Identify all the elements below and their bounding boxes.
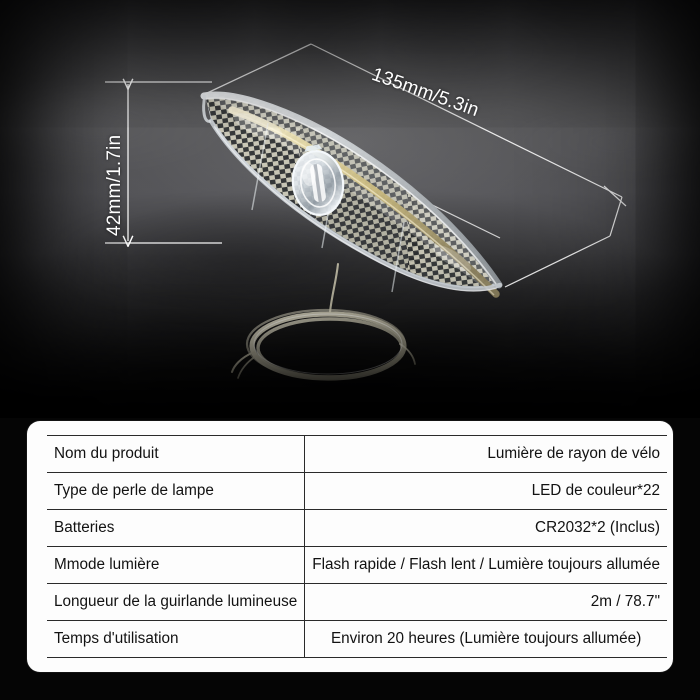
spec-label: Type de perle de lampe (47, 472, 306, 511)
table-row: Type de perle de lampe LED de couleur*22 (47, 472, 667, 511)
spec-value: Flash rapide / Flash lent / Lumière touj… (304, 546, 667, 585)
table-row: Nom du produit Lumière de rayon de vélo (47, 434, 667, 474)
spec-label: Batteries (47, 509, 306, 548)
spec-value: Environ 20 heures (Lumière toujours allu… (304, 620, 667, 659)
product-illustration (105, 43, 627, 381)
table-row: Temps d'utilisation Environ 20 heures (L… (47, 620, 667, 659)
spec-table-body: Nom du produit Lumière de rayon de vélo … (47, 434, 667, 659)
table-row: Longueur de la guirlande lumineuse 2m / … (47, 583, 667, 622)
spoke-light-body (200, 91, 503, 298)
lens-button (291, 144, 345, 216)
wire-highlights (253, 313, 403, 375)
spec-value: Lumière de rayon de vélo (304, 434, 667, 474)
led-string-wire (231, 262, 416, 381)
spec-label: Mmode lumière (47, 546, 306, 585)
table-row: Batteries CR2032*2 (Inclus) (47, 509, 667, 548)
dimension-label-vertical: 42mm/1.7in (104, 134, 125, 236)
spec-label: Temps d'utilisation (47, 620, 306, 659)
spec-label: Longueur de la guirlande lumineuse (47, 583, 306, 622)
dimension-lines (204, 43, 627, 288)
table-row: Mmode lumière Flash rapide / Flash lent … (47, 546, 667, 585)
spec-value: CR2032*2 (Inclus) (304, 509, 667, 548)
spec-value: LED de couleur*22 (304, 472, 667, 511)
spec-value: 2m / 78.7" (304, 583, 667, 622)
spec-label: Nom du produit (47, 434, 306, 474)
dimension-vertical (105, 82, 222, 243)
product-photo: 135mm/5.3in 42mm/1.7in (0, 0, 700, 418)
spec-table: Nom du produit Lumière de rayon de vélo … (47, 434, 667, 659)
spec-table-card: Nom du produit Lumière de rayon de vélo … (27, 421, 673, 672)
